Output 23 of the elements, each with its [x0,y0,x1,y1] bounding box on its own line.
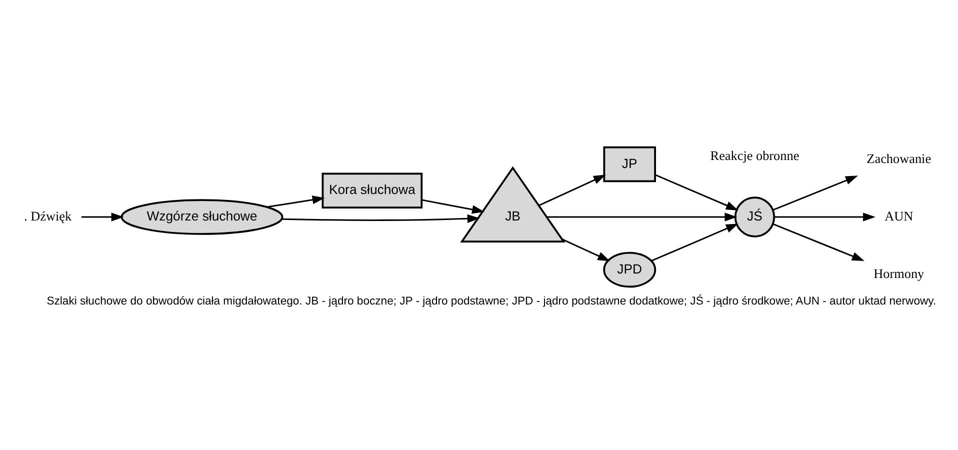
arrow [774,212,876,221]
node-text: AUN [884,208,914,224]
node-ellipse: Wzgórze słuchowe [120,198,284,234]
node-ellipse: JPD [603,251,656,288]
node-text: Zachowanie [866,150,932,166]
arrow [651,223,738,262]
label: Reakcje obronne [710,148,800,163]
arrow [546,212,738,221]
node-box: JP [603,146,656,182]
node-circle: JŚ [734,196,776,237]
arrow [562,238,610,261]
arrow [81,212,124,221]
node-text: . Dźwięk [24,208,72,224]
arrow [772,222,864,260]
arrow [422,198,485,214]
arrow [538,174,606,206]
node-text: Hormony [874,265,924,280]
node-box: Kora słuchowa [322,172,423,208]
arrow [654,174,738,210]
caption: Szlaki słuchowe do obwodów ciała migdałowatego. JB - jądro boczne; JP - jądro podstawne; JPD - jądro podstawne dodatkowe; JŚ - jądro środkowe; AUN - autor uktad nerwowy. [46,294,936,307]
arrow [282,214,480,223]
arrow [772,175,858,210]
arrow [266,195,325,208]
